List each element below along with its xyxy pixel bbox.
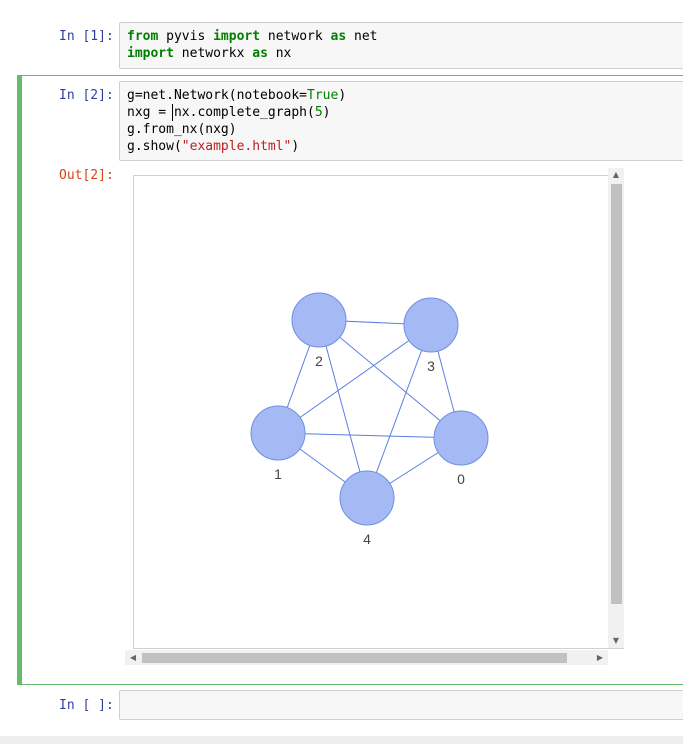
code-token: nx [267,46,292,61]
cell-3-code-input[interactable] [119,690,683,720]
graph-node-0[interactable] [433,410,489,466]
cell-2-selection-bar [17,75,22,685]
notebook-bottom-strip [0,736,683,744]
code-token: import [127,46,174,61]
code-line: import networkx as nx [127,45,378,62]
graph-node-1[interactable] [250,405,306,461]
cell-2-code: g=net.Network(notebook=True)nxg = nx.com… [127,87,346,155]
cell-3-prompt: In [ ]: [59,698,114,713]
code-line: g=net.Network(notebook=True) [127,87,346,104]
code-token: import [213,29,261,44]
code-token: net [346,29,378,44]
code-token: as [330,29,347,44]
network-output-frame[interactable] [133,175,624,649]
graph-node-label: 0 [457,471,465,487]
graph-node-2[interactable] [291,292,347,348]
scroll-up-arrow-icon[interactable]: ▲ [612,170,620,179]
graph-edge-1-3 [277,324,432,434]
code-line: nxg = nx.complete_graph(5) [127,104,346,121]
code-token: pyvis [158,29,214,44]
vertical-scrollbar-thumb[interactable] [611,184,622,604]
graph-node-label: 3 [427,358,435,374]
text-cursor [172,104,173,121]
cell-1-prompt: In [1]: [59,29,114,44]
code-token: from [127,29,159,44]
graph-edge-0-2 [318,319,462,439]
graph-node-3[interactable] [403,297,459,353]
graph-edge-0-1 [277,432,462,439]
code-token: 5 [314,105,323,120]
output-prompt: Out[2]: [59,168,114,183]
code-token: g=net.Network(notebook= [127,88,308,103]
code-token: network [260,29,331,44]
code-token: "example.html" [181,139,292,154]
graph-node-label: 4 [363,531,371,547]
graph-node-label: 1 [274,466,282,482]
graph-nodes: 0 1 2 3 4 [250,292,489,547]
scroll-right-arrow-icon[interactable]: ▶ [596,653,604,662]
horizontal-scrollbar-thumb[interactable] [142,653,567,663]
code-token: g.from_nx(nxg) [127,122,237,137]
code-token: as [252,46,268,61]
code-token: True [307,88,339,103]
graph-node-label: 2 [315,353,323,369]
code-token: networkx [173,46,253,61]
code-token: ) [338,88,347,103]
scroll-left-arrow-icon[interactable]: ◀ [129,653,137,662]
cell-2-code-input[interactable]: g=net.Network(notebook=True)nxg = nx.com… [119,81,683,161]
graph-edge-3-4 [366,324,432,499]
code-token: g.show( [127,139,182,154]
graph-node-4[interactable] [339,470,395,526]
cell-2-prompt: In [2]: [59,88,114,103]
code-line: from pyvis import network as net [127,28,378,45]
code-token: ) [322,105,331,120]
code-line: g.from_nx(nxg) [127,121,346,138]
scroll-down-arrow-icon[interactable]: ▼ [612,636,620,645]
code-token: nxg = nx.complete_graph( [127,105,315,120]
graph-edge-2-4 [318,319,368,499]
code-line: g.show("example.html") [127,138,346,155]
code-token: ) [291,139,300,154]
